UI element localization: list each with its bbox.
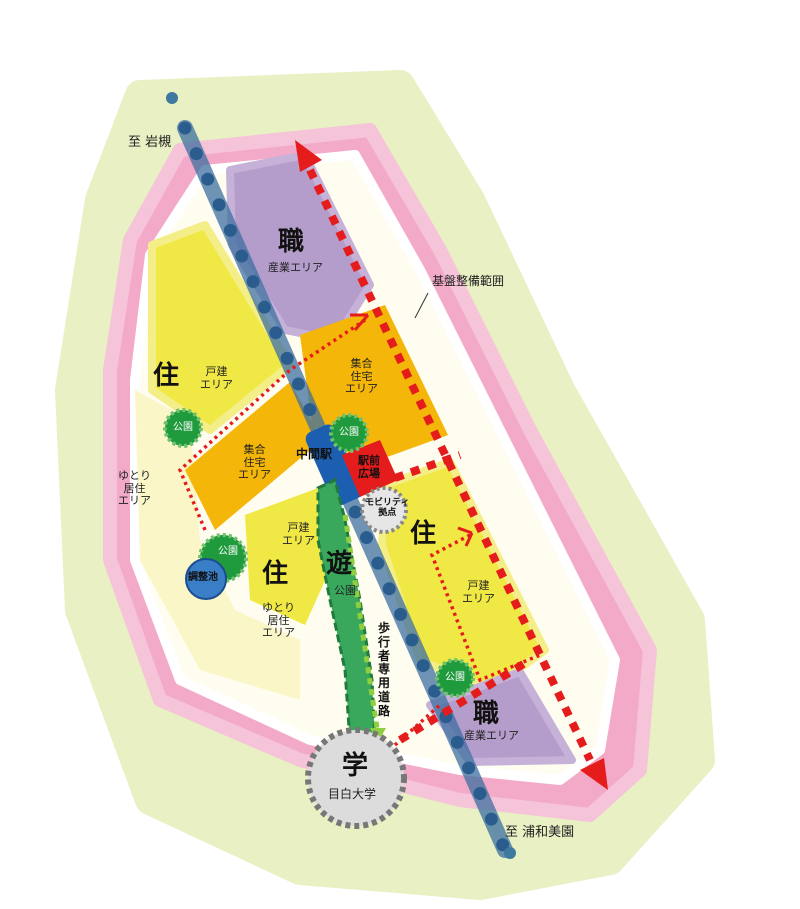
station-plaza xyxy=(342,440,398,497)
detached-label-west: 戸建 エリア xyxy=(200,365,233,391)
yutori-area-west xyxy=(135,390,300,700)
pedestrian-path xyxy=(342,514,381,736)
work-kanji-south: 職 xyxy=(473,699,500,729)
dotted-loop-east xyxy=(429,533,541,683)
boundary-label: 基盤整備範囲 xyxy=(432,274,505,288)
rail-dot xyxy=(504,847,516,859)
rail-dot xyxy=(166,92,178,104)
park-label: 公園 xyxy=(173,422,193,433)
school-kanji: 学 xyxy=(342,751,369,781)
pond-label: 調整池 xyxy=(188,572,218,583)
park-label: 公園 xyxy=(339,427,359,438)
industry-label-south: 産業エリア xyxy=(464,729,519,742)
pedestrian-path-label: 歩 行 者 専 用 道 路 xyxy=(378,621,391,718)
collective-area-west xyxy=(185,382,322,530)
arrow-head-north xyxy=(295,140,322,172)
arrow-head-south xyxy=(580,758,608,790)
retention-pond xyxy=(185,558,227,600)
mobility-hub-label: モビリティ 拠点 xyxy=(365,498,410,519)
plaza-arrow xyxy=(393,451,462,482)
plaza-label: 駅前 広場 xyxy=(358,454,380,480)
arrow-head xyxy=(350,313,370,331)
park-label-play: 公園 xyxy=(334,584,356,597)
to-iwatsuki-label: 至 岩槻 xyxy=(128,135,172,150)
collective-label-east: 集合 住宅 エリア xyxy=(345,357,378,396)
dotted-link-school xyxy=(393,703,442,747)
station-label: 中間駅 xyxy=(296,447,333,461)
yutori-label-center: ゆとり 居住 エリア xyxy=(262,601,295,640)
park xyxy=(329,413,369,453)
boundary-leader-line xyxy=(414,292,429,319)
station-block xyxy=(305,424,363,506)
play-kanji: 遊 xyxy=(326,549,353,579)
detached-label-east: 戸建 エリア xyxy=(462,579,495,605)
mobility-hub xyxy=(360,486,408,534)
live-kanji-east: 住 xyxy=(410,519,437,549)
school-circle xyxy=(305,727,407,829)
arrow-head xyxy=(457,526,474,547)
dotted-links xyxy=(177,318,541,747)
collective-label-west: 集合 住宅 エリア xyxy=(238,443,271,482)
park-label: 公園 xyxy=(445,672,465,683)
live-kanji-center: 住 xyxy=(262,559,289,589)
detached-area-center xyxy=(245,488,332,625)
to-urawamisono-label: 至 浦和美園 xyxy=(505,825,575,840)
work-kanji-north: 職 xyxy=(278,227,305,257)
industry-label-north: 産業エリア xyxy=(268,261,323,274)
south-link-arrow xyxy=(397,656,533,744)
detached-area-west xyxy=(148,221,294,434)
detached-label-center: 戸建 エリア xyxy=(282,521,315,547)
park xyxy=(435,658,475,698)
park-label: 公園 xyxy=(218,546,238,557)
school-label: 目白大学 xyxy=(328,787,377,801)
connection-arrows xyxy=(306,168,594,762)
park xyxy=(163,408,203,448)
live-kanji-west: 住 xyxy=(153,361,180,391)
yutori-label-west: ゆとり 居住 エリア xyxy=(118,469,151,508)
main-axis-arrow xyxy=(306,168,594,762)
